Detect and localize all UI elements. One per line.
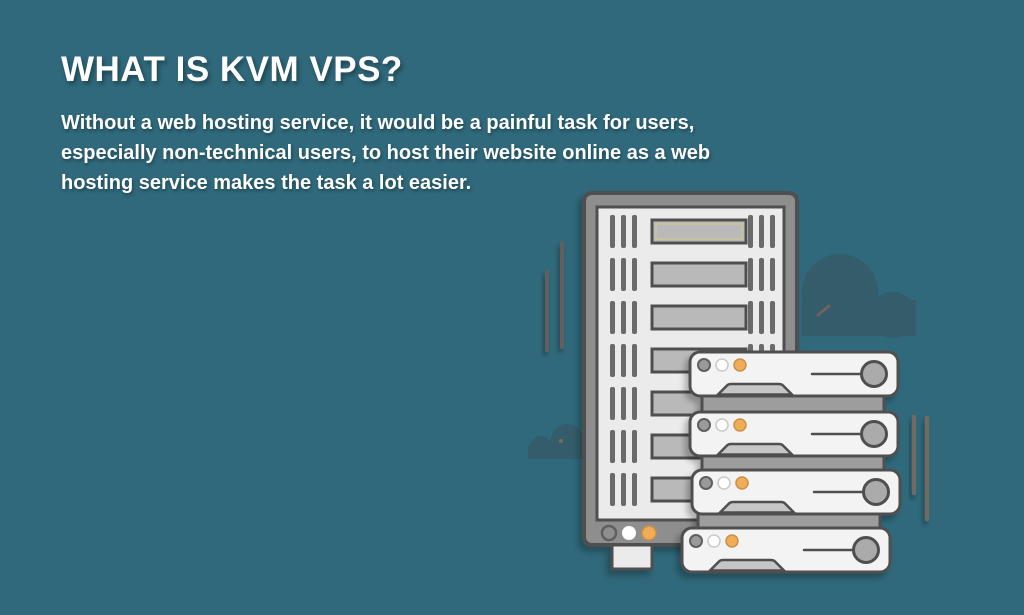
- description-line: Without a web hosting service, it would …: [61, 112, 695, 134]
- server-rack-illustration: [510, 191, 968, 574]
- cloud-dash-detail: [816, 304, 831, 317]
- active-slot-highlight: [655, 223, 743, 240]
- hero-description: Without a web hosting service, it would …: [61, 108, 710, 198]
- cloud-dot-detail: [559, 439, 563, 443]
- speed-lines-right: [911, 414, 930, 522]
- page-title: WHAT IS KVM VPS?: [61, 50, 403, 89]
- cloud-small-icon: [528, 424, 596, 459]
- cloud-icon: [802, 254, 916, 338]
- description-line: hosting service makes the task a lot eas…: [61, 172, 472, 194]
- stacked-servers-icon: [680, 350, 902, 574]
- speed-lines-left: [545, 241, 564, 352]
- rack-status-lights: [600, 524, 657, 542]
- description-line: especially non-technical users, to host …: [61, 142, 711, 164]
